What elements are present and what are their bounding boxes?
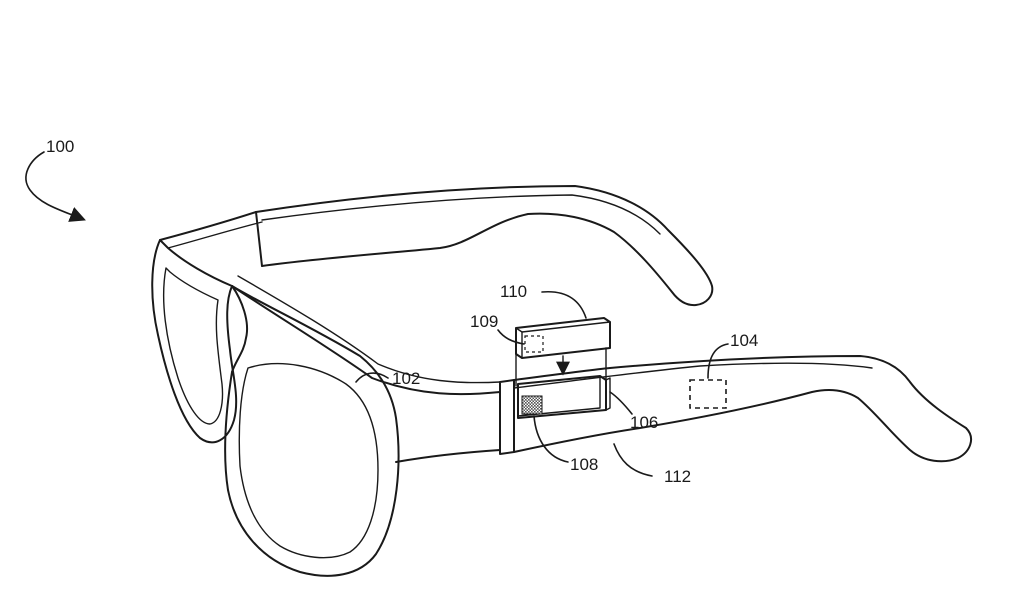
left-lens-glass xyxy=(162,267,224,425)
leader-110 xyxy=(541,291,587,319)
far-hinge xyxy=(255,211,263,267)
frame-front-top xyxy=(231,285,501,396)
leader-lines xyxy=(25,151,729,477)
label-109: 109 xyxy=(470,312,498,331)
frame-front-bottom xyxy=(395,449,501,463)
leader-102 xyxy=(355,372,389,383)
leader-112 xyxy=(613,443,653,477)
far-temple-arm xyxy=(255,185,714,307)
leader-104 xyxy=(707,343,729,379)
frame-top-bar-inner xyxy=(167,221,263,249)
leader-109 xyxy=(497,329,525,345)
near-hinge xyxy=(499,379,515,455)
module-component-109 xyxy=(524,335,544,353)
nose-bridge xyxy=(231,285,248,373)
contact-pad-108 xyxy=(521,395,543,415)
frame-front-top-inner xyxy=(237,275,501,384)
label-100: 100 xyxy=(46,137,74,156)
leader-106 xyxy=(609,391,633,415)
right-lens-glass xyxy=(238,362,379,559)
leader-100 xyxy=(25,151,86,222)
far-temple-inner-edge xyxy=(261,194,661,235)
sensor-104 xyxy=(689,379,727,409)
label-112: 112 xyxy=(664,467,691,486)
attachable-module xyxy=(515,317,611,359)
label-110: 110 xyxy=(500,282,527,301)
label-102: 102 xyxy=(392,369,420,388)
leader-108 xyxy=(533,415,569,463)
label-108: 108 xyxy=(570,455,598,474)
reference-numerals: 100 102 104 106 108 109 110 112 xyxy=(46,137,758,486)
frame-top-bar xyxy=(159,211,257,241)
right-lens-rim xyxy=(224,285,400,577)
label-104: 104 xyxy=(730,331,758,350)
near-temple-arm xyxy=(513,355,973,463)
label-106: 106 xyxy=(630,413,658,432)
eyeglasses-drawing xyxy=(151,185,973,577)
near-temple-top-edge xyxy=(513,362,873,389)
receptacle xyxy=(517,375,611,419)
